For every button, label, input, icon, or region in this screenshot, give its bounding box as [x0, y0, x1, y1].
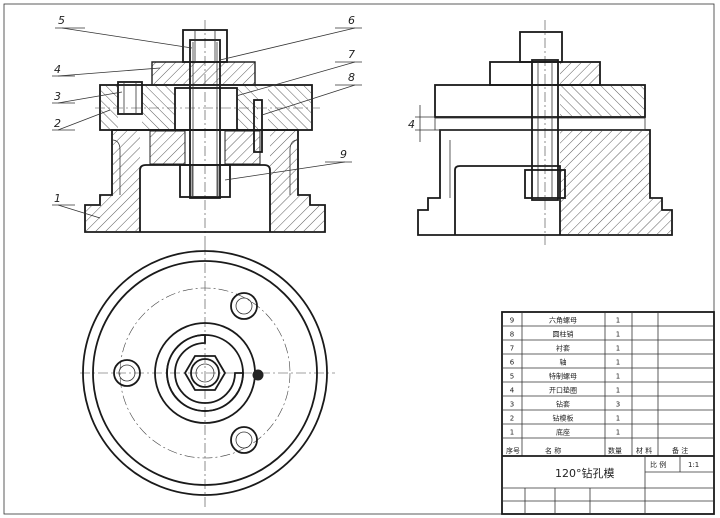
callout-4: 4: [54, 63, 61, 76]
callout-7: 7: [348, 48, 355, 61]
front-section-view: 5 4 3 2 1 6 7 8 9: [52, 14, 362, 245]
bom-row-seq: 1: [510, 429, 514, 437]
callout-8: 8: [348, 71, 355, 84]
sheet-border: [3, 3, 715, 515]
callout-leaders: [52, 27, 362, 219]
bom-header-qty: 数量: [608, 446, 622, 455]
bom-row-qty: 1: [616, 359, 620, 367]
bom-row-name: 底座: [556, 428, 570, 437]
drill-bushes: [113, 292, 258, 454]
callout-numbers: 5 4 3 2 1 6 7 8 9: [54, 14, 355, 205]
bom-row-name: 开口垫圈: [549, 386, 577, 395]
bom-row-seq: 5: [510, 373, 514, 381]
bom-header-remark: 备 注: [672, 446, 688, 455]
callout-6: 6: [348, 14, 355, 27]
bom-row-name: 钻模板: [553, 414, 574, 423]
scale-value: 1:1: [688, 461, 699, 469]
bom-row-qty: 1: [616, 345, 620, 353]
bom-row-name: 圆柱销: [553, 330, 574, 339]
bom-row-qty: 1: [616, 415, 620, 423]
bom-row-name: 六角螺母: [549, 316, 577, 325]
side-view: 4: [408, 20, 673, 245]
bom-header-material: 材 料: [636, 446, 652, 455]
bom-row-seq: 6: [510, 359, 515, 367]
callout-3: 3: [54, 90, 61, 103]
callout-2: 2: [54, 117, 61, 130]
callout-5: 5: [58, 14, 65, 27]
bom-row-seq: 8: [510, 331, 514, 339]
bom-row-qty: 1: [616, 331, 620, 339]
bom-row-seq: 7: [510, 345, 514, 353]
bom-header-seq: 序号: [506, 446, 520, 455]
bom-row-name: 特制螺母: [549, 372, 577, 381]
bom-row-seq: 9: [510, 317, 514, 325]
drawing-title: 120°钻孔模: [555, 466, 615, 480]
bom-row-qty: 1: [616, 317, 620, 325]
bom-header-name: 名 称: [545, 446, 561, 455]
scale-label: 比 例: [650, 460, 666, 469]
bom-row-qty: 3: [616, 401, 620, 409]
bom-row-seq: 4: [510, 387, 515, 395]
bom-row-qty: 1: [616, 373, 620, 381]
callout-9: 9: [340, 148, 347, 161]
top-view: [80, 245, 335, 510]
bom-row-name: 轴: [560, 358, 567, 367]
bom-row-seq: 3: [510, 401, 514, 409]
dimension-gap: 4: [408, 118, 415, 131]
bill-of-materials: 9 六角螺母 1 8 圆柱销 1 7 衬套 1 6 轴 1 5 特制螺母 1 4 开口垫圈 1 3 钻套 3 2 钻模板 1 1…: [501, 311, 715, 515]
bom-row-seq: 2: [510, 415, 514, 423]
bom-row-qty: 1: [616, 387, 620, 395]
bom-row-qty: 1: [616, 429, 620, 437]
bom-row-name: 钻套: [556, 400, 570, 409]
title-block: 120°钻孔模 比 例 1:1: [502, 456, 714, 514]
callout-1: 1: [54, 192, 61, 205]
bom-row-name: 衬套: [556, 344, 570, 353]
